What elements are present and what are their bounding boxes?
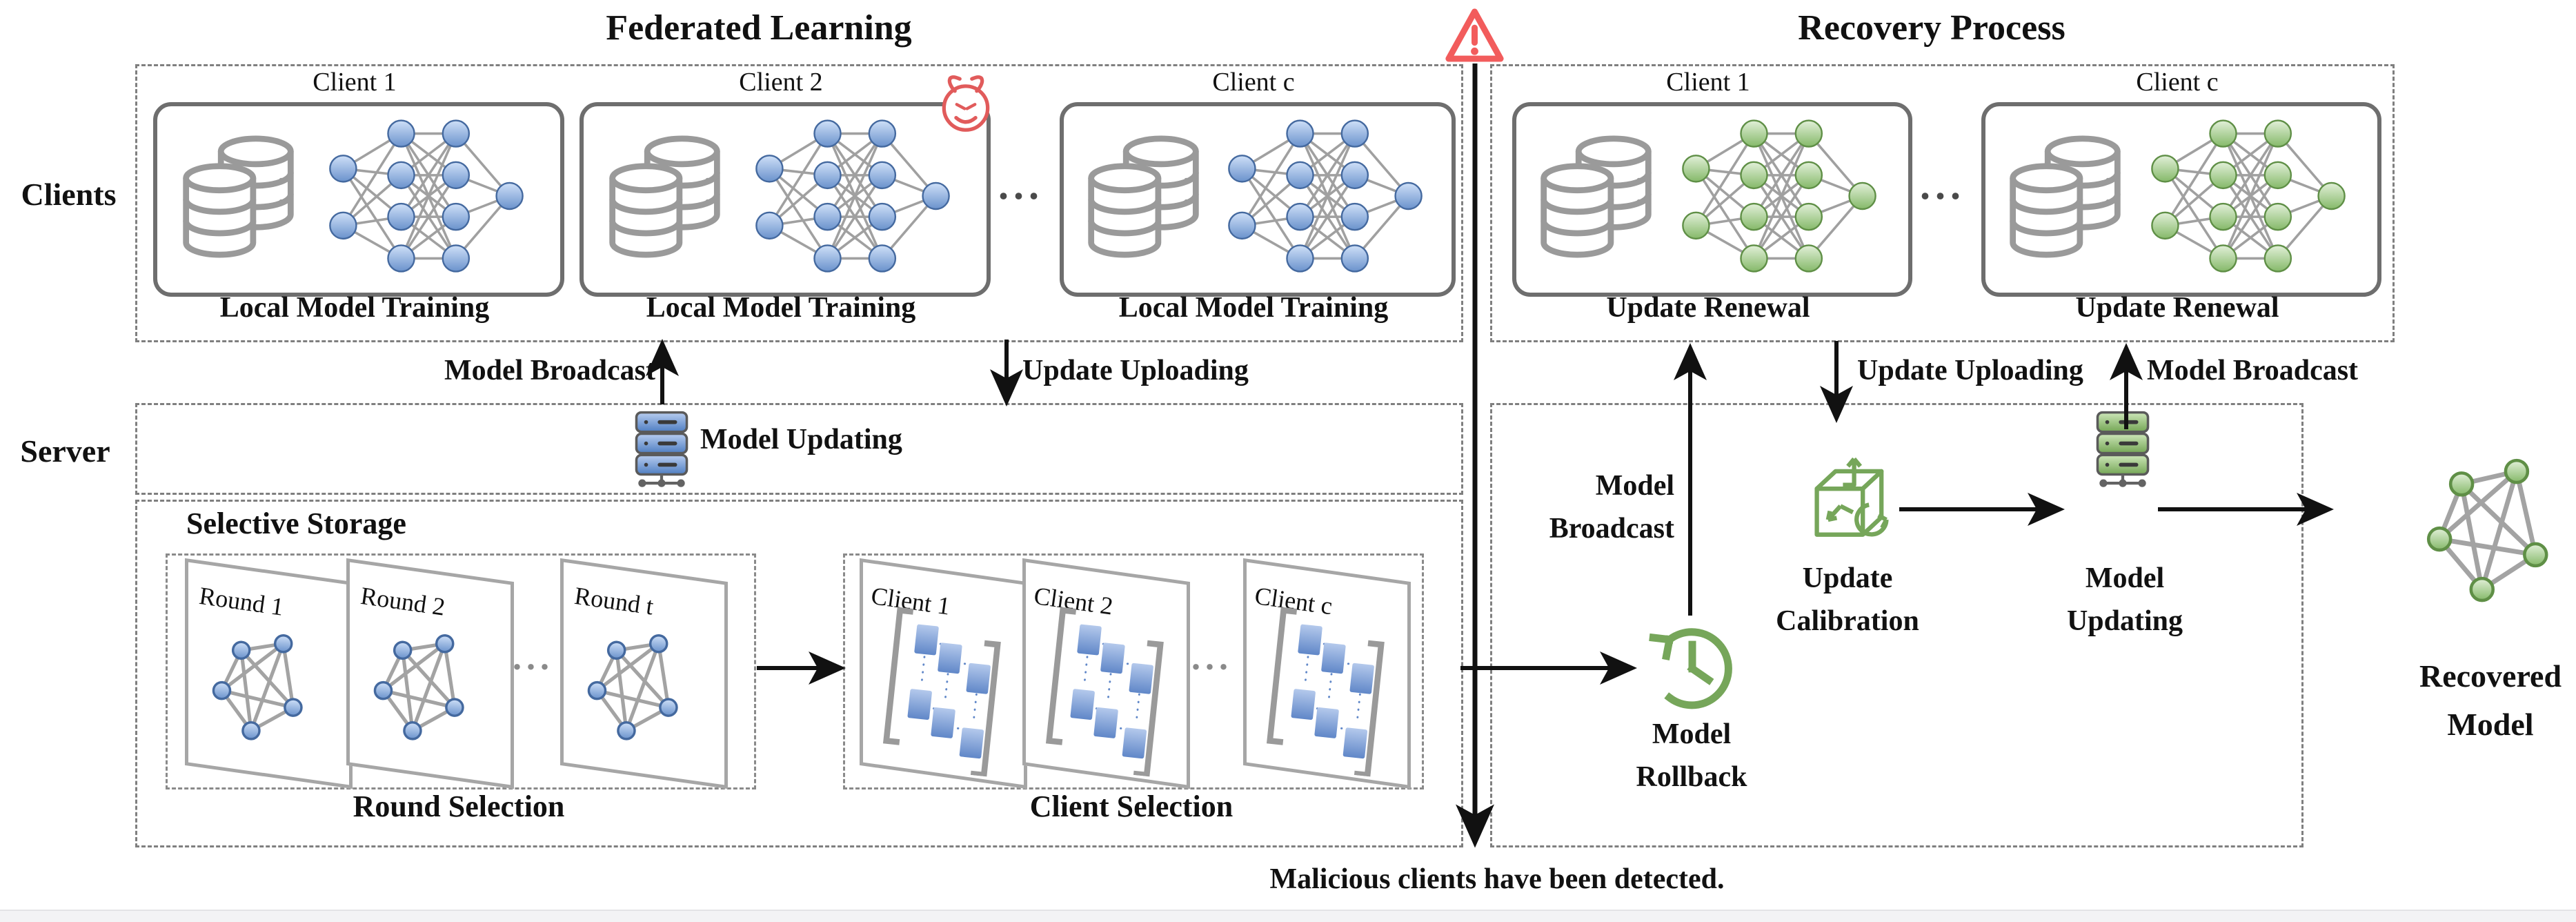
sel-clients-ellipsis: ... — [1191, 638, 1233, 678]
server-icon — [628, 409, 695, 490]
graph-icon — [361, 625, 488, 752]
database-icon — [2005, 130, 2126, 264]
fl-client1-caption: Local Model Training — [219, 292, 490, 324]
model-updating-label-line1: Model — [2085, 562, 2165, 594]
history-rollback-icon — [1641, 616, 1744, 719]
rec-update-uploading-label: Update Uploading — [1857, 355, 2083, 386]
recovered-model-label-line1: Recovered — [2419, 658, 2562, 694]
model-rollback-label-line2: Rollback — [1636, 761, 1747, 793]
rec-model-broadcast-up-label-line2: Broadcast — [1549, 513, 1674, 545]
fl-clients-region — [135, 64, 1463, 342]
matrix-icon — [1250, 599, 1402, 778]
neural-network-icon — [2134, 114, 2362, 278]
model-updating-label-line2: Updating — [2066, 605, 2183, 637]
update-calibration-label-line2: Calibration — [1776, 605, 1919, 637]
update-calibration-label-line1: Update — [1802, 562, 1893, 594]
selective-storage-title: Selective Storage — [186, 507, 406, 540]
fl-clientc-label: Client c — [1212, 68, 1295, 97]
rec-client1-caption: Update Renewal — [1606, 292, 1810, 324]
client-selection-caption: Client Selection — [1029, 789, 1233, 823]
row-label-clients: Clients — [21, 177, 117, 212]
recovery-clients-region — [1490, 64, 2395, 342]
fl-clients-ellipsis: ... — [998, 162, 1044, 208]
fl-update-uploading-label: Update Uploading — [1022, 355, 1249, 386]
matrix-icon — [1029, 599, 1181, 778]
round-selection-caption: Round Selection — [353, 789, 565, 823]
warning-icon — [1442, 6, 1507, 65]
rec-model-broadcast-label: Model Broadcast — [2147, 355, 2359, 386]
database-icon — [1083, 130, 1204, 264]
database-icon — [1536, 130, 1656, 264]
recovery-server-region — [1490, 403, 2303, 847]
neural-network-icon — [1665, 114, 1893, 278]
fl-client2-caption: Local Model Training — [646, 292, 916, 324]
fl-server-region — [135, 403, 1463, 495]
rec-clientc-label: Client c — [2136, 68, 2219, 97]
bottom-strip — [0, 910, 2576, 922]
graph-icon — [575, 625, 702, 752]
database-icon — [604, 130, 725, 264]
rec-clientc-caption: Update Renewal — [2075, 292, 2279, 324]
graph-icon — [200, 625, 327, 752]
fl-model-broadcast-label: Model Broadcast — [444, 355, 655, 386]
row-label-server: Server — [20, 433, 110, 469]
round-selection-box — [166, 553, 756, 789]
fl-clientc-caption: Local Model Training — [1118, 292, 1389, 324]
recovered-model-label-line2: Model — [2447, 707, 2534, 742]
fl-client1-label: Client 1 — [313, 68, 397, 97]
devil-icon — [935, 66, 996, 135]
federated-learning-title: Federated Learning — [606, 8, 912, 48]
neural-network-icon — [1211, 114, 1439, 278]
recovered-model-graph-icon — [2416, 443, 2573, 622]
database-icon — [178, 130, 299, 264]
rec-clients-ellipsis: ... — [1920, 162, 1965, 208]
rec-model-broadcast-up-label-line1: Model — [1595, 470, 1674, 502]
alert-message: Malicious clients have been detected. — [1269, 863, 1725, 895]
calibration-cube-icon — [1802, 449, 1895, 549]
model-rollback-label-line1: Model — [1652, 718, 1732, 750]
recovery-process-title: Recovery Process — [1798, 8, 2065, 48]
neural-network-icon — [737, 114, 969, 278]
fl-storage-region — [135, 500, 1463, 847]
rec-client1-label: Client 1 — [1666, 68, 1750, 97]
matrix-icon — [866, 599, 1018, 778]
server-icon-green — [2089, 409, 2157, 490]
rounds-ellipsis: ... — [513, 638, 554, 678]
neural-network-icon — [310, 114, 542, 278]
fl-client2-label: Client 2 — [739, 68, 823, 97]
fl-model-updating-label: Model Updating — [700, 424, 902, 455]
